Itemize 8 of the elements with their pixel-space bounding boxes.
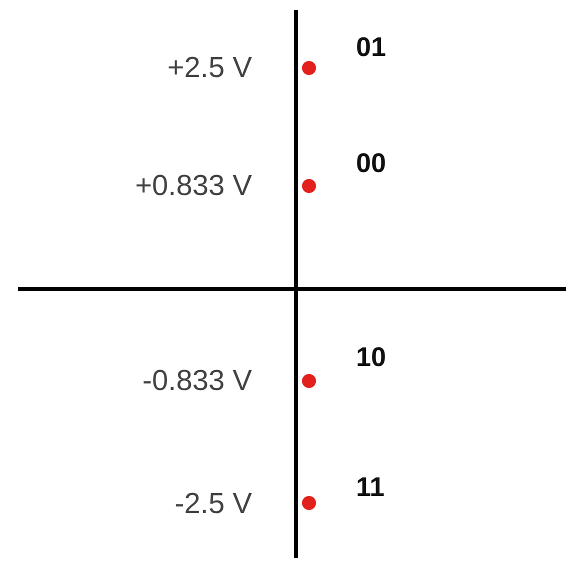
voltage-label: +2.5 V xyxy=(166,54,252,83)
voltage-label: -0.833 V xyxy=(141,367,252,396)
bit-pattern-label: 00 xyxy=(356,150,386,177)
bit-pattern-label: 01 xyxy=(356,34,386,61)
bit-pattern-label: 10 xyxy=(356,344,386,371)
bit-pattern-label: 11 xyxy=(356,474,385,501)
voltage-label: +0.833 V xyxy=(134,172,252,201)
voltage-label: -2.5 V xyxy=(174,490,252,519)
